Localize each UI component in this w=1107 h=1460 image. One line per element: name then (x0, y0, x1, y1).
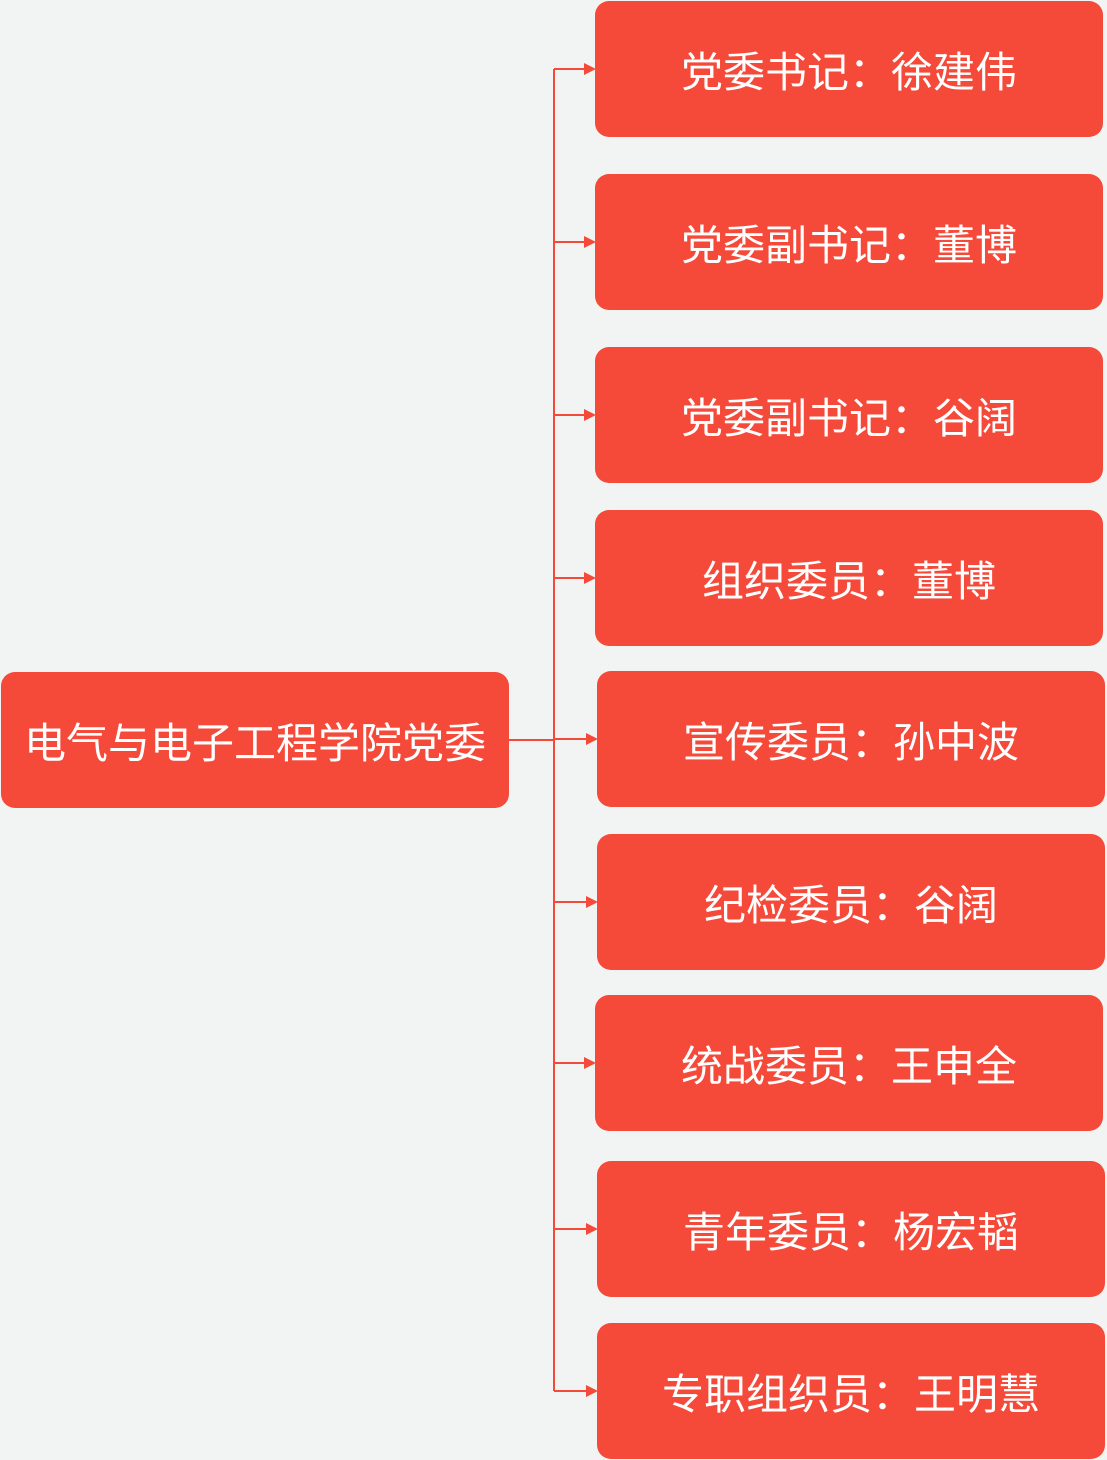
member-node-discipline: 纪检委员：谷阔 (597, 834, 1105, 970)
member-node-youth: 青年委员：杨宏韬 (597, 1161, 1105, 1297)
root-label: 电气与电子工程学院党委 (23, 718, 486, 768)
member-label: 宣传委员：孙中波 (682, 717, 1019, 767)
member-label: 专职组织员：王明慧 (661, 1369, 1040, 1419)
member-label: 青年委员：杨宏韬 (682, 1207, 1019, 1257)
member-label: 党委副书记：董博 (680, 220, 1017, 270)
member-label: 党委副书记：谷阔 (680, 393, 1017, 443)
member-label: 党委书记：徐建伟 (680, 47, 1017, 97)
member-label: 统战委员：王申全 (680, 1041, 1017, 1091)
branch-arrows (554, 63, 598, 1397)
member-node-organizer: 专职组织员：王明慧 (597, 1323, 1105, 1459)
member-node-united-front: 统战委员：王申全 (595, 995, 1103, 1131)
member-node-deputy-secretary-1: 党委副书记：董博 (595, 174, 1103, 310)
member-label: 纪检委员：谷阔 (703, 880, 998, 930)
member-node-organization: 组织委员：董博 (595, 510, 1103, 646)
member-node-party-secretary: 党委书记：徐建伟 (595, 1, 1103, 137)
member-node-publicity: 宣传委员：孙中波 (597, 671, 1105, 807)
member-label: 组织委员：董博 (701, 556, 996, 606)
root-node: 电气与电子工程学院党委 (1, 672, 509, 808)
member-node-deputy-secretary-2: 党委副书记：谷阔 (595, 347, 1103, 483)
